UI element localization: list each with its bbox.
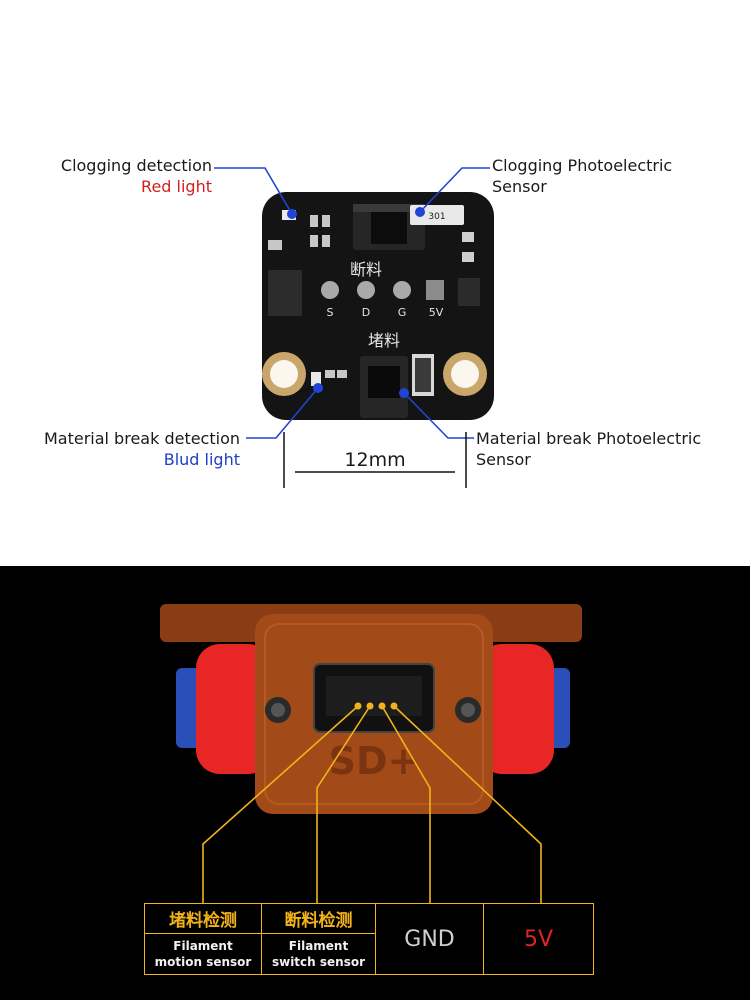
silk-pin-5v: 5V [429, 306, 444, 319]
silk-pin-s: S [327, 306, 334, 319]
break-sensor-line2: Sensor [476, 450, 531, 469]
pinout-en-2a: Filament [288, 939, 349, 953]
dimension-marker [283, 432, 467, 488]
pinout-col-motion: 堵料检测 Filament motion sensor [145, 904, 262, 974]
callout-lines [214, 167, 490, 439]
pinout-col-switch: 断料检测 Filament switch sensor [262, 904, 376, 974]
pad-g [393, 281, 411, 299]
dimension-label: 12mm [344, 449, 406, 471]
pinout-cn-1: 堵料检测 [145, 904, 261, 934]
module-illustration: SD+ [160, 604, 582, 903]
clog-sensor-line1: Clogging Photoelectric [492, 156, 673, 175]
pcb-board [262, 192, 494, 420]
pinout-en-1: Filament motion sensor [145, 934, 261, 974]
pcb-section: 301 断料 堵料 S D G 5V Cloggin [43, 156, 702, 488]
silk-clog: 堵料 [368, 331, 400, 350]
clog-led-title: Clogging detection [60, 156, 212, 175]
pinout-en-2b: switch sensor [271, 955, 366, 969]
break-led-color: Blud light [163, 450, 240, 469]
callout-dot-break-led [313, 383, 323, 393]
chip-code: 301 [428, 212, 445, 222]
callout-dot-break-sensor [399, 388, 409, 398]
right-tube-connector [478, 644, 554, 774]
clog-led-color: Red light [141, 177, 212, 196]
pinout-col-gnd: GND [376, 904, 484, 974]
callout-dot-clog-led [287, 209, 297, 219]
pinout-en-1b: motion sensor [154, 955, 252, 969]
silk-break: 断料 [350, 260, 382, 279]
pinout-en-1a: Filament [173, 939, 233, 953]
break-sensor-line1: Material break Photoelectric [476, 429, 702, 448]
pinout-table: 堵料检测 Filament motion sensor 断料检测 Filament… [144, 903, 594, 975]
pcb-illustration: 301 断料 堵料 S D G 5V [214, 167, 494, 488]
pinout-5v: 5V [523, 926, 554, 952]
left-tube-connector [196, 644, 272, 774]
pin-dot-3 [378, 702, 386, 710]
silk-pin-g: G [398, 306, 407, 319]
break-led [311, 372, 321, 386]
callout-dot-clog-sensor [415, 207, 425, 217]
clog-sensor-line2: Sensor [492, 177, 547, 196]
break-led-title: Material break detection [43, 429, 240, 448]
pinout-gnd: GND [404, 926, 455, 952]
pinout-en-2: Filament switch sensor [262, 934, 375, 974]
silk-pin-d: D [362, 306, 370, 319]
pinout-cn-2: 断料检测 [262, 904, 375, 934]
pin-dot-2 [366, 702, 374, 710]
pin-dot-4 [390, 702, 398, 710]
pinout-lines [202, 705, 542, 903]
pad-s [321, 281, 339, 299]
pin-dot-1 [354, 702, 362, 710]
pad-d [357, 281, 375, 299]
pinout-col-5v: 5V [484, 904, 593, 974]
